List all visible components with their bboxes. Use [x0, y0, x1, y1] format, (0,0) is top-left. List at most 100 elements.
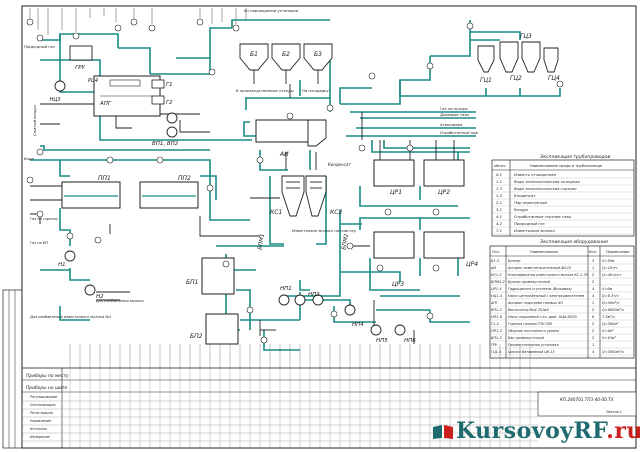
to-b1-label: В производственные отходы	[236, 88, 294, 93]
ur2-label: ЦР2	[438, 189, 450, 196]
equip-pos: БПМ1-2	[491, 280, 506, 284]
pipe-name: Вода технологическая холодная	[514, 179, 580, 184]
equip-note: V=4м³	[602, 329, 614, 333]
vp-label: ВП1, ВП2	[152, 141, 179, 147]
svg-text:Примечание: Примечание	[606, 250, 630, 254]
burner-g1[interactable]	[151, 79, 165, 89]
bottom-row2: Приборы на щите	[26, 385, 67, 391]
bpm1-label: БПМ1	[257, 233, 266, 250]
equip-note: V=10м³	[602, 336, 616, 340]
equip-qty: 3	[592, 259, 594, 263]
gru-unit[interactable]	[69, 45, 93, 61]
equip-pos: АПГ	[490, 301, 499, 305]
equip-qty: 1	[592, 343, 594, 347]
equip-note: Q=6.3т/ч	[602, 294, 619, 298]
bp2-label: БП2	[190, 333, 203, 340]
equip-qty: 2	[592, 308, 595, 312]
pipe-name: Вода технологическая горячая	[514, 186, 577, 191]
fan-vp2[interactable]	[166, 126, 178, 138]
ur3-label: ЦР3	[392, 281, 404, 288]
steam-r4-label: Отработанный пар	[440, 130, 479, 135]
equip-name: Циклон батарейный ЦН-15	[508, 350, 555, 354]
equip-note: Q=3000м³/ч	[602, 350, 624, 354]
bottom-row-label: Регистрация	[30, 411, 53, 415]
equip-qty: 2	[592, 329, 595, 333]
n1-label: Н1	[58, 262, 66, 268]
book-icon	[433, 425, 453, 439]
water-left-label: Вода	[24, 156, 35, 161]
instrument-table: Приборы по месту Приборы на щите Регулир…	[21, 367, 637, 449]
equip-name: Насос центробежный с электродвигателем	[508, 294, 585, 298]
pp1-tank[interactable]	[61, 181, 121, 209]
equip-note: V=30м	[602, 259, 615, 263]
equip-name: Газорегуляторная установка	[508, 343, 559, 347]
bottom-row-label: Регулирование	[30, 395, 57, 399]
bottom-row-label: Сигнализация	[30, 403, 55, 407]
pipe-name: Природный газ	[514, 221, 545, 226]
equip-pos: Б1-3	[491, 259, 499, 263]
bp2-tank[interactable]	[205, 313, 239, 345]
instrument-bubbles[interactable]	[26, 18, 564, 344]
ai-slaker[interactable]	[255, 119, 309, 143]
equip-pos: НЦ1-4	[491, 294, 502, 298]
equip-pos: Г1-2	[491, 322, 499, 326]
equip-note: Q=50м³/ч	[602, 301, 619, 305]
pumps[interactable]	[64, 250, 406, 336]
svg-text:Кол.: Кол.	[589, 250, 597, 254]
bpm2-label: БПМ2	[341, 233, 350, 250]
bunkers[interactable]	[239, 43, 333, 84]
equip-name: Бункер	[508, 259, 520, 263]
to-n1-label: Для разбавления молока	[95, 299, 144, 303]
np3-label: НП3	[308, 292, 320, 298]
pp2-tank[interactable]	[139, 181, 199, 209]
black-pipelines	[30, 84, 455, 344]
equip-note: 7.5м³/ч	[602, 315, 615, 319]
to-n2-label: Для разбавления известкового молока №1	[29, 315, 111, 319]
watermark: KursovoyRF.ru	[433, 418, 640, 446]
pipe-code: 0.1	[496, 172, 502, 177]
pipe-name: Отработанные горячие газы	[514, 214, 571, 219]
gc1-label: ГЦ1	[480, 77, 492, 84]
equip-name: Вентилятор ВЦ4-70-№6	[508, 308, 549, 312]
equip-name: Бак промежуточный	[508, 336, 545, 340]
ur1-label: ЦР1	[390, 189, 402, 196]
title-block: КП.240701.ТП3-40-00.ТХ Листов 1	[537, 391, 637, 417]
pipe-code: 7.1	[496, 228, 502, 233]
b1-label: Б1	[250, 51, 258, 58]
classifiers[interactable]	[281, 175, 327, 217]
fan-vp1[interactable]	[166, 112, 178, 124]
pipe-name: Пар перегретый	[514, 200, 547, 205]
equip-pos: НП1-6	[491, 315, 503, 319]
milk-to-label: Известковое молоко на очистку	[292, 228, 357, 233]
pipe-name: Известковое молоко	[514, 228, 556, 233]
ai-label: АИ	[279, 151, 289, 158]
svg-text:Наименование среды в трубопров: Наименование среды в трубопроводе	[530, 164, 603, 168]
pipe-code: 1.1	[496, 179, 502, 184]
equipment-table: Экспликация оборудования Поз. Наименован…	[489, 239, 635, 359]
equip-qty: 2	[592, 280, 595, 284]
equip-qty: 6	[592, 315, 595, 319]
burner-g2[interactable]	[151, 95, 165, 105]
pipe-name: Известь отчищенная	[514, 172, 557, 177]
svg-text:Поз.: Поз.	[492, 250, 500, 254]
svg-text:Наименование: Наименование	[530, 250, 559, 254]
equip-note: Q=40т/сут	[602, 273, 622, 277]
gc2-label: ГЦ2	[510, 75, 522, 82]
bottom-row-label: Измерение	[30, 435, 50, 439]
equip-name: Классификатор известкового молока КС-1-7…	[508, 273, 588, 277]
gc3-label: ГЦ3	[520, 33, 532, 40]
ks1-label: КС1	[270, 209, 282, 216]
binding-strip	[2, 289, 23, 449]
bottom-row1: Приборы по месту	[26, 373, 69, 379]
equip-qty: 4	[592, 350, 594, 354]
cyclones[interactable]	[477, 41, 559, 73]
pump-nc3[interactable]	[54, 80, 66, 92]
thickeners[interactable]	[373, 159, 465, 259]
equip-name: Аппарат подогрева газовых АП	[507, 301, 563, 305]
equip-pos: КС1-2	[491, 273, 502, 277]
np4-label: НП4	[352, 322, 364, 328]
equip-pos: ВП1-2	[491, 308, 503, 312]
ur4-label: ЦР4	[466, 261, 478, 268]
pipe-name: Конденсат	[514, 193, 536, 198]
